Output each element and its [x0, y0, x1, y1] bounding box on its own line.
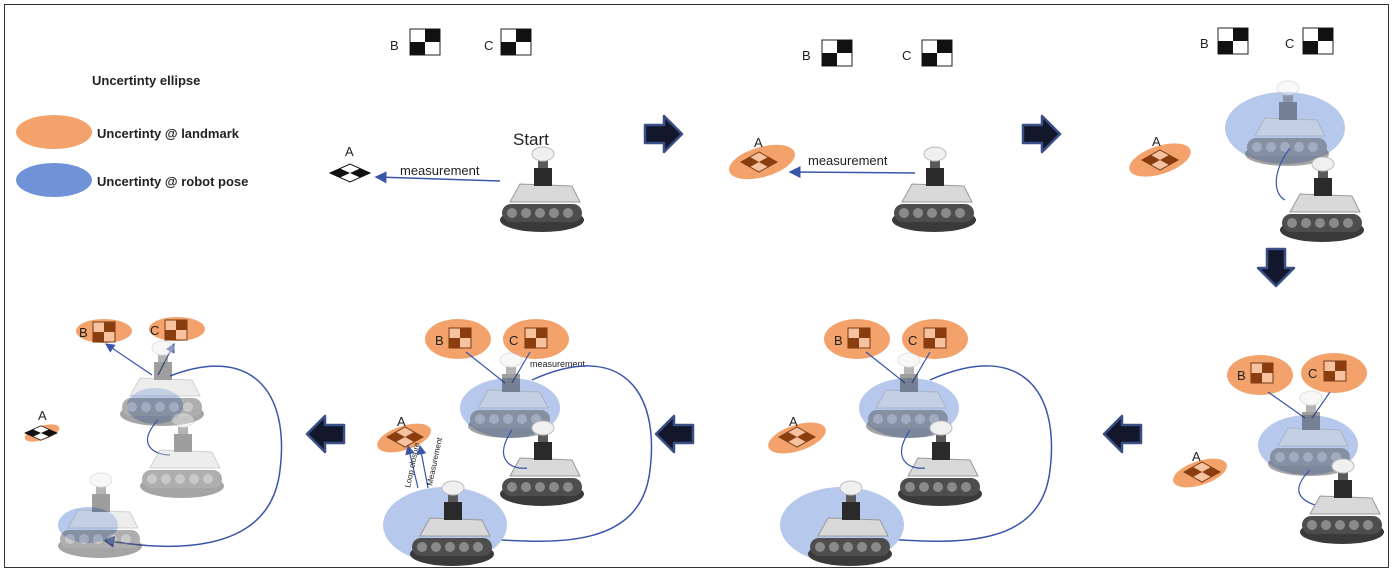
measurement-line-a	[416, 444, 429, 489]
legend-robot-label: Uncertinty @ robot pose	[97, 174, 248, 189]
label-b: B	[802, 48, 811, 63]
label-a: A	[1192, 449, 1201, 464]
panel-4: B C A	[1173, 353, 1385, 545]
start-label: Start	[513, 130, 549, 149]
trajectory-loop	[460, 365, 653, 545]
measurement-label: measurement	[530, 359, 586, 369]
trajectory	[1275, 147, 1291, 201]
landmark-c	[921, 39, 953, 67]
measurement-b	[105, 343, 153, 376]
flow-arrow-5	[654, 414, 695, 454]
label-b: B	[390, 38, 399, 53]
landmark-b	[847, 327, 871, 349]
landmark-a	[329, 163, 371, 183]
measurement-line	[374, 171, 501, 184]
label-b: B	[79, 325, 88, 340]
label-a: A	[754, 135, 763, 150]
legend-landmark-swatch	[16, 115, 92, 149]
flow-arrow-3	[1256, 247, 1296, 288]
label-c: C	[150, 323, 159, 338]
measurement-b	[865, 351, 906, 384]
trajectory-loop	[858, 365, 1053, 545]
landmark-c	[923, 327, 947, 349]
landmark-b	[1217, 27, 1249, 55]
landmark-b	[821, 39, 853, 67]
measurement-b	[465, 351, 506, 384]
landmark-c	[524, 327, 548, 349]
label-c: C	[1285, 36, 1294, 51]
trajectory	[1298, 469, 1316, 506]
label-a: A	[38, 408, 47, 423]
figure-frame	[4, 4, 1389, 568]
label-b: B	[834, 333, 843, 348]
flow-arrow-1	[643, 114, 684, 154]
measurement-cap-label: Measurement	[425, 436, 444, 486]
landmark-b	[92, 321, 116, 343]
landmark-c	[1302, 27, 1334, 55]
trajectory	[503, 429, 528, 469]
loop-closure-line	[405, 444, 419, 489]
label-b: B	[1237, 368, 1246, 383]
label-a: A	[1152, 134, 1161, 149]
legend-landmark-label: Uncertinty @ landmark	[97, 126, 240, 141]
measurement-line	[788, 166, 916, 179]
flow-arrow-2	[1021, 114, 1062, 154]
landmark-b	[409, 28, 441, 56]
label-c: C	[902, 48, 911, 63]
trajectory	[901, 429, 926, 469]
landmark-c	[500, 28, 532, 56]
robot	[1279, 156, 1365, 243]
label-a: A	[789, 414, 798, 429]
flow-arrow-6	[305, 414, 346, 454]
label-c: C	[484, 38, 493, 53]
legend: Uncertinty ellipse Uncertinty @ landmark…	[16, 73, 248, 197]
robot-previous	[120, 341, 204, 426]
panel-6-loop-closure: B C A measurement Loop closure Measureme…	[377, 319, 653, 567]
trajectory-loop	[102, 365, 283, 548]
label-b: B	[1200, 36, 1209, 51]
measurement-label: measurement	[808, 153, 888, 168]
robot	[891, 146, 977, 233]
panel-7-final: B C A	[24, 317, 283, 558]
measurement-b	[1267, 391, 1306, 419]
landmark-c	[164, 319, 188, 341]
legend-robot-swatch	[16, 163, 92, 197]
landmark-b	[448, 327, 472, 349]
flow-arrow-4	[1102, 414, 1143, 454]
label-c: C	[908, 333, 917, 348]
label-c: C	[509, 333, 518, 348]
panel-2: B C A measurement	[729, 39, 977, 233]
label-b: B	[435, 333, 444, 348]
measurement-label: measurement	[400, 163, 480, 178]
panel-3: B C A	[1129, 27, 1365, 243]
robot	[499, 146, 585, 233]
legend-title: Uncertinty ellipse	[92, 73, 200, 88]
panel-1-start: B C A measurement Start	[329, 28, 585, 233]
landmark-c	[1323, 360, 1347, 382]
panel-5: B C A	[768, 319, 1053, 567]
label-a: A	[345, 144, 354, 159]
label-a: A	[397, 414, 406, 429]
landmark-b	[1250, 362, 1274, 384]
label-c: C	[1308, 366, 1317, 381]
